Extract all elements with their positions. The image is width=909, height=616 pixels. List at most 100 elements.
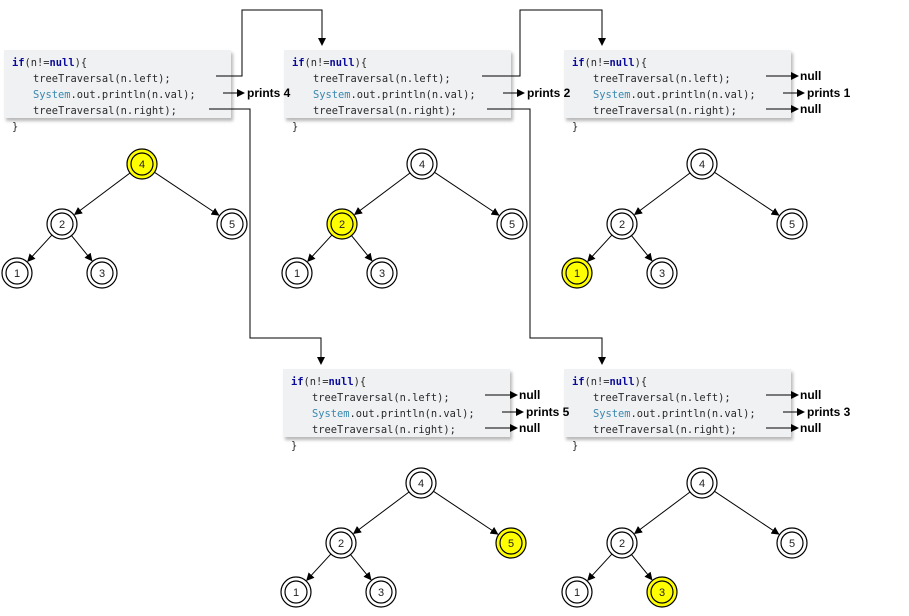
tree-node-4: 4 [686,148,718,180]
code-line-right: treeTraversal(n.right); [291,422,510,438]
null-right-label: null [519,421,540,435]
code-text: } [12,121,19,133]
code-line-if: if(n!=null){ [572,55,791,71]
tree-edge [306,553,332,581]
tree-node-label: 4 [139,159,145,171]
keyword-if: if [572,376,585,388]
code-text: (n!= [24,57,50,69]
tree-node-5: 5 [496,208,528,240]
code-text: treeTraversal(n.left); [313,73,451,85]
code-line-print: System.out.println(n.val); [12,87,231,103]
tree-node-1: 1 [561,576,593,608]
tree-node-label: 5 [509,219,515,231]
tree-node-label: 1 [293,587,299,599]
tree-edge [587,553,613,581]
tree-node-4: 4 [126,148,158,180]
code-line-close: } [292,119,511,135]
keyword-null: null [49,57,75,69]
tree-node-1: 1 [561,257,593,289]
code-line-close: } [12,119,231,135]
tree-node-label: 2 [59,219,65,231]
tree-node-label: 1 [14,268,20,280]
code-block: if(n!=null){ treeTraversal(n.left); System… [284,50,511,133]
code-text: (n!= [303,376,329,388]
tree-node-label: 4 [419,159,425,171]
tree-edge [154,171,220,216]
null-left-label: null [519,388,540,402]
keyword-if: if [12,57,25,69]
tree-node-label: 3 [659,587,665,599]
tree-node-3: 3 [646,576,678,608]
call-right-connector [209,108,325,365]
code-line-print: System.out.println(n.val); [572,406,791,422]
code-line-left: treeTraversal(n.left); [572,390,791,406]
code-text: .out.println(n.val); [349,408,475,420]
tree-node-2: 2 [326,208,358,240]
null-right-label: null [800,421,821,435]
keyword-if: if [292,57,305,69]
tree-node-5: 5 [776,208,808,240]
tree-edge [714,171,780,216]
tree-edge [631,554,653,581]
code-text: ){ [353,376,367,388]
code-text: } [572,121,579,133]
code-text: (n!= [584,57,610,69]
code-text: } [292,121,299,133]
tree-node-5: 5 [216,208,248,240]
tree-node-label: 2 [619,538,625,550]
code-text: .out.println(n.val); [630,408,756,420]
code-text: treeTraversal(n.right); [312,424,456,436]
tree-node-label: 1 [574,587,580,599]
tree-edge [587,234,613,262]
code-line-close: } [291,438,510,454]
tree-edge [27,234,53,262]
tree-edge [633,172,691,215]
code-block: if(n!=null){treeTraversal(n.left);System… [283,369,510,452]
code-line-left: treeTraversal(n.left); [12,71,231,87]
tree-node-3: 3 [365,576,397,608]
class-system: System [33,89,71,101]
tree-node-5: 5 [495,527,527,559]
tree-edge [351,235,373,262]
tree-node-1: 1 [1,257,33,289]
tree-edge [631,235,653,262]
class-system: System [312,408,350,420]
code-line-right: treeTraversal(n.right); [572,422,791,438]
code-line-if: if(n!=null){ [291,374,510,390]
tree-node-label: 4 [699,159,705,171]
tree-edge [350,554,372,581]
code-text: treeTraversal(n.left); [593,73,731,85]
code-line-right: treeTraversal(n.right); [292,103,511,119]
tree-node-4: 4 [405,467,437,499]
keyword-null: null [609,57,635,69]
code-text: treeTraversal(n.left); [593,392,731,404]
code-line-print: System.out.println(n.val); [292,87,511,103]
code-text: treeTraversal(n.right); [593,105,737,117]
null-left-label: null [800,388,821,402]
print-label: prints 1 [807,86,851,100]
tree-node-3: 3 [86,257,118,289]
tree-node-label: 4 [418,478,424,490]
null-left-label: null [800,69,821,83]
tree-edge [714,490,780,535]
tree-node-4: 4 [686,467,718,499]
call-right-connector [487,108,606,365]
tree-edge [353,172,411,215]
code-line-left: treeTraversal(n.left); [572,71,791,87]
code-text: ){ [634,376,648,388]
tree-edge [74,172,131,215]
call-left-connector [482,9,606,77]
tree-node-label: 5 [229,219,235,231]
code-block: if(n!=null){treeTraversal(n.left);System… [564,369,791,452]
code-block: if(n!=null){treeTraversal(n.left);System… [4,50,231,133]
tree-node-label: 4 [699,478,705,490]
tree-node-label: 2 [338,538,344,550]
class-system: System [313,89,351,101]
code-line-left: treeTraversal(n.left); [292,71,511,87]
call-left-connector [216,9,326,77]
code-line-if: if(n!=null){ [292,55,511,71]
tree-node-label: 5 [789,538,795,550]
keyword-null: null [329,57,355,69]
tree-node-1: 1 [281,257,313,289]
